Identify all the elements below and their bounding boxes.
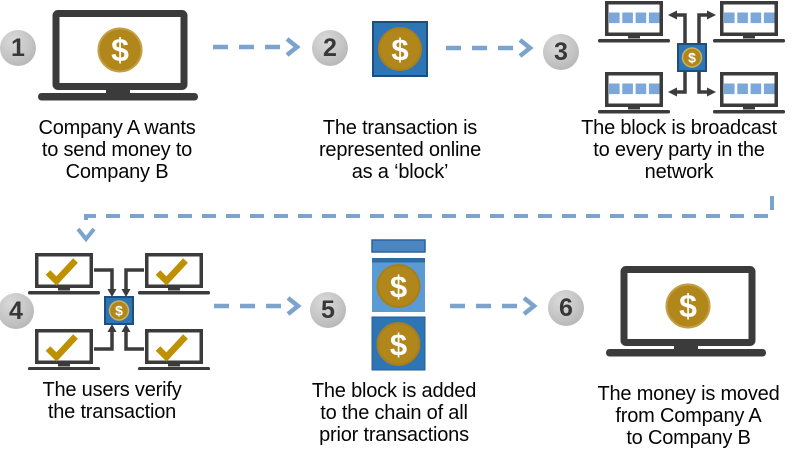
dashed-arrow-icon [450,296,538,316]
verify-arrows [94,268,144,351]
prior-block-partial [371,239,426,253]
verify-arrowheads [107,289,131,332]
step-3-number-badge: 3 [543,34,579,70]
transaction-block-icon [372,21,428,77]
step-2-caption: The transaction is represented online as… [318,117,482,183]
blockchain-chain-icon [371,239,426,371]
row-connector-dashed-arrow [76,196,774,243]
step-2-number-badge: 2 [312,30,348,66]
dashed-arrow-icon [213,37,301,57]
step-5-caption: The block is added to the chain of all p… [311,380,477,446]
step-6-number-badge: 6 [548,290,584,326]
step-3-caption: The block is broadcast to every party in… [581,117,777,183]
verify-network-icon [28,252,210,370]
step-1-caption: Company A wants to send money to Company… [38,117,196,183]
step-5-number-badge: 5 [310,292,346,328]
step-1-number-badge: 1 [0,30,36,66]
broadcast-network-icon [597,1,792,114]
broadcast-arrows [677,13,707,94]
step-4-number-badge: 4 [0,293,34,329]
broadcast-arrowheads [668,10,716,97]
laptop-dollar-icon [38,6,198,101]
laptop-dollar-icon [606,262,766,357]
dashed-arrow-icon [446,38,534,58]
step-4-caption: The users verify the transaction [42,379,182,423]
step-6-caption: The money is moved from Company A to Com… [597,383,780,449]
dashed-arrow-icon [214,296,302,316]
